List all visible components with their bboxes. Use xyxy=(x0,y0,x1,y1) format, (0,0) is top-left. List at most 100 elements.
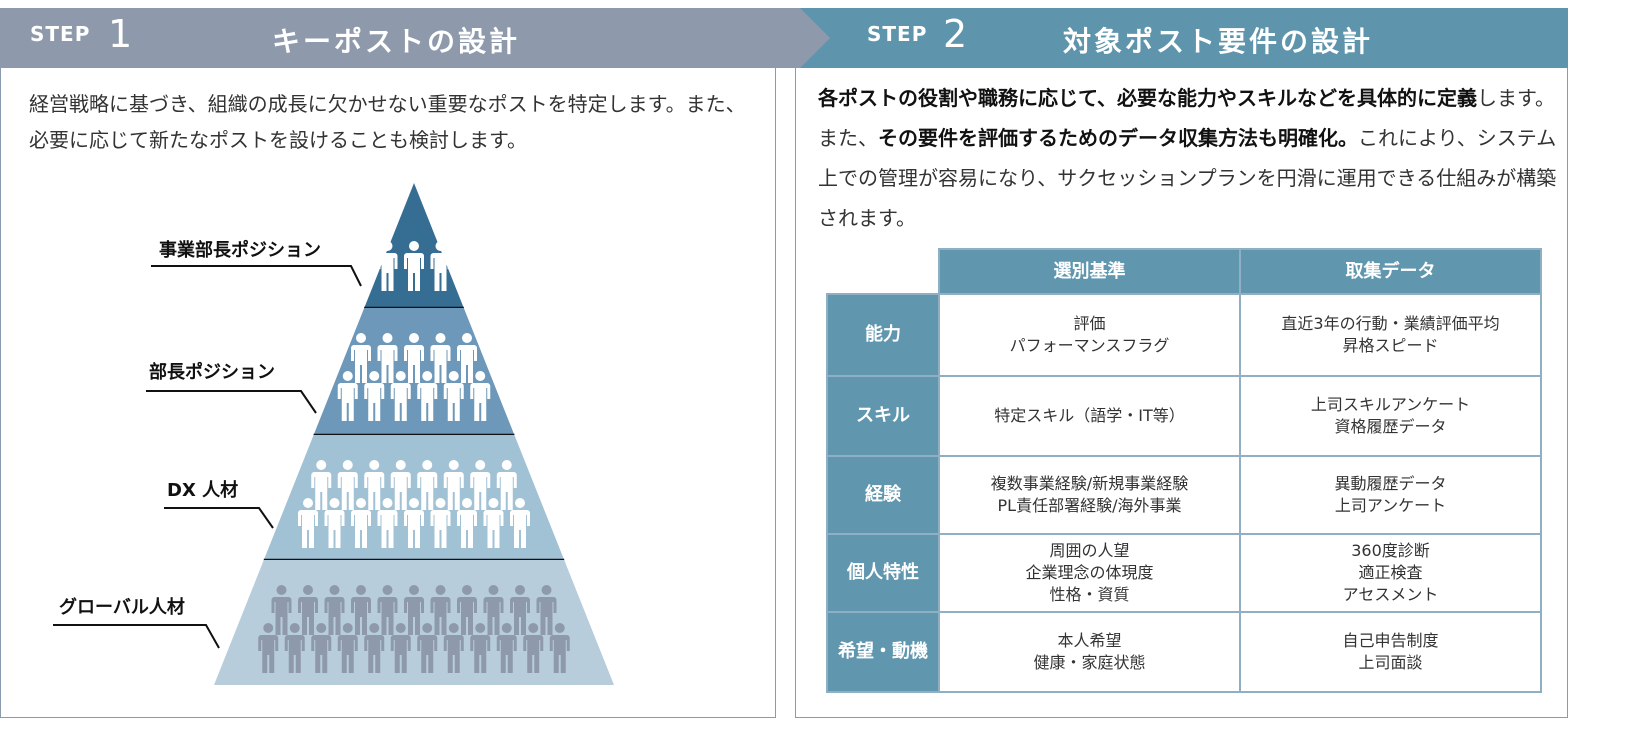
person-icon xyxy=(390,623,411,673)
criteria-cell: 本人希望健康・家庭状態 xyxy=(938,611,1241,693)
person-icon xyxy=(404,241,424,291)
person-icon xyxy=(390,460,411,510)
intro-bold-2: その要件を評価するためのデータ収集方法も明確化。 xyxy=(878,126,1358,150)
column-header: 選別基準 xyxy=(938,248,1241,295)
person-icon xyxy=(390,371,411,421)
step-title: キーポストの設計 xyxy=(272,25,521,58)
leader-line xyxy=(53,624,220,649)
table-row: 能力評価パフォーマンスフラグ直近3年の行動・業績評価平均昇格スピード xyxy=(826,293,1542,377)
person-icon xyxy=(284,623,305,673)
row-header: 個人特性 xyxy=(826,533,940,613)
person-icon xyxy=(443,371,464,421)
person-icon xyxy=(298,498,318,548)
data-line: 自己申告制度 xyxy=(1342,631,1439,650)
person-icon xyxy=(298,585,318,635)
pyramid-label-manager: 部長ポジション xyxy=(149,362,275,383)
pyramid-label-dx: DX 人材 xyxy=(167,480,239,501)
criteria-cell: 周囲の人望企業理念の体現度性格・資質 xyxy=(938,533,1241,613)
person-icon xyxy=(443,623,464,673)
person-icon xyxy=(311,460,332,510)
step-number: 1 xyxy=(108,12,133,56)
person-icon xyxy=(351,498,371,548)
person-icon xyxy=(351,585,371,635)
pyramid-layer xyxy=(263,435,565,560)
person-icon xyxy=(351,333,371,383)
data-line: 適正検査 xyxy=(1358,563,1423,582)
person-icon xyxy=(377,241,398,291)
person-icon xyxy=(457,333,477,383)
person-icon xyxy=(430,498,451,548)
requirements-table: 選別基準取集データ能力評価パフォーマンスフラグ直近3年の行動・業績評価平均昇格ス… xyxy=(826,248,1542,693)
data-cell: 直近3年の行動・業績評価平均昇格スピード xyxy=(1239,293,1542,377)
table-row: スキル 特定スキル（語学・IT等） 上司スキルアンケート資格履歴データ xyxy=(826,375,1542,457)
data-line: 資格履歴データ xyxy=(1334,417,1447,436)
pyramid-label-division-head: 事業部長ポジション xyxy=(159,240,321,261)
criteria-line: パフォーマンスフラグ xyxy=(1009,336,1170,355)
step2-header: STEP 2 対象ポスト要件の設計 xyxy=(795,8,1568,68)
leader-line xyxy=(164,507,274,529)
criteria-line: 本人希望 xyxy=(1057,631,1122,650)
data-cell: 自己申告制度上司面談 xyxy=(1239,611,1542,693)
person-icon xyxy=(337,371,358,421)
intro-text-2: これにより、システム上での管理が容易になり、サクセッションプランを円滑に運用でき… xyxy=(818,126,1557,230)
criteria-line: 周囲の人望 xyxy=(1049,541,1130,560)
data-line: アセスメント xyxy=(1342,585,1439,604)
step2-panel: 各ポストの役割や職務に応じて、必要な能力やスキルなどを具体的に定義します。また、… xyxy=(795,68,1568,718)
step1-header-bg xyxy=(0,8,830,68)
person-icon xyxy=(324,585,345,635)
data-cell: 上司スキルアンケート資格履歴データ xyxy=(1239,375,1542,457)
criteria-line: 特定スキル（語学・IT等） xyxy=(994,406,1185,425)
person-icon xyxy=(364,623,385,673)
criteria-cell: 複数事業経験/新規事業経験 PL責任部署経験/海外事業 xyxy=(938,455,1241,535)
step-title: 対象ポスト要件の設計 xyxy=(1063,25,1374,58)
person-icon xyxy=(258,623,279,673)
intro-bold-1: 各ポストの役割や職務に応じて、必要な能力やスキルなどを具体的に定義 xyxy=(818,86,1477,110)
pyramid-diagram xyxy=(53,183,614,685)
person-icon xyxy=(536,585,557,635)
person-icon xyxy=(377,585,398,635)
person-icon xyxy=(470,371,491,421)
person-icon xyxy=(496,460,517,510)
person-icon xyxy=(510,498,530,548)
intro-text-1: します。また、 xyxy=(818,86,1555,150)
person-icon xyxy=(364,371,385,421)
person-icon xyxy=(523,623,544,673)
person-icon xyxy=(337,460,358,510)
blank-cell xyxy=(827,249,939,294)
table-row: 希望・動機本人希望健康・家庭状態自己申告制度上司面談 xyxy=(826,611,1542,693)
pyramid-layer xyxy=(214,560,614,685)
step-label: STEP xyxy=(30,22,91,46)
person-icon xyxy=(483,498,504,548)
criteria-cell: 特定スキル（語学・IT等） xyxy=(938,375,1241,457)
person-icon xyxy=(417,460,438,510)
data-line: 昇格スピード xyxy=(1342,336,1439,355)
row-header: 能力 xyxy=(826,293,940,377)
step2-intro: 各ポストの役割や職務に応じて、必要な能力やスキルなどを具体的に定義します。また、… xyxy=(818,78,1558,238)
person-icon xyxy=(364,460,385,510)
person-icon xyxy=(404,333,424,383)
person-icon xyxy=(443,460,464,510)
criteria-line: PL責任部署経験/海外事業 xyxy=(997,496,1182,515)
person-icon xyxy=(417,623,438,673)
step1-header: STEP 1 キーポストの設計 xyxy=(0,8,830,68)
row-header: スキル xyxy=(826,375,940,457)
person-icon xyxy=(337,623,358,673)
table-header-row: 選別基準取集データ xyxy=(827,248,1542,295)
person-icon xyxy=(510,585,530,635)
step1-intro: 経営戦略に基づき、組織の成長に欠かせない重要なポストを特定します。また、必要に応… xyxy=(29,92,746,152)
person-icon xyxy=(271,585,292,635)
data-cell: 360度診断適正検査アセスメント xyxy=(1239,533,1542,613)
criteria-line: 健康・家庭状態 xyxy=(1033,653,1146,672)
person-icon xyxy=(457,498,477,548)
step1-panel: 経営戦略に基づき、組織の成長に欠かせない重要なポストを特定します。また、必要に応… xyxy=(0,68,776,718)
leader-line xyxy=(151,265,362,287)
person-icon xyxy=(377,498,398,548)
person-icon xyxy=(430,241,451,291)
person-icon xyxy=(549,623,570,673)
person-icon xyxy=(496,623,517,673)
data-line: 異動履歴データ xyxy=(1334,474,1447,493)
person-icon xyxy=(377,333,398,383)
criteria-line: 複数事業経験/新規事業経験 xyxy=(990,474,1189,493)
